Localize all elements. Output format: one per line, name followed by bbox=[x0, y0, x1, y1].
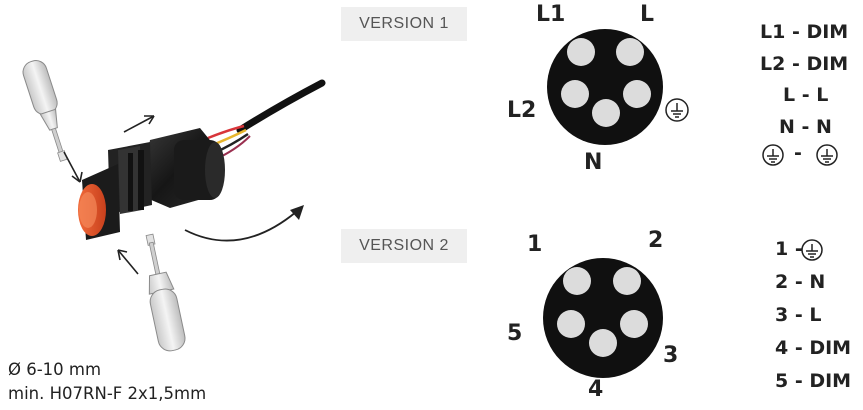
arrow-icon bbox=[117, 249, 139, 275]
screwdriver-icon bbox=[22, 60, 68, 162]
earth-icon bbox=[665, 98, 689, 122]
earth-icon bbox=[816, 144, 838, 166]
mapping-row: 4 - DIM bbox=[775, 337, 852, 359]
mapping-row: L - L bbox=[783, 84, 829, 106]
cable-wires bbox=[207, 79, 326, 161]
version-2-label: VERSION 2 bbox=[341, 229, 467, 263]
pin-label-l: L bbox=[640, 2, 655, 27]
pin-label-2: 2 bbox=[648, 228, 664, 253]
version-1-label: VERSION 1 bbox=[341, 7, 467, 41]
earth-icon bbox=[762, 144, 784, 166]
arrow-icon bbox=[184, 211, 297, 242]
earth-icon bbox=[801, 239, 823, 261]
pin-label-4: 4 bbox=[588, 377, 604, 402]
screwdriver-icon bbox=[145, 233, 186, 352]
arrow-icon bbox=[290, 205, 304, 220]
mapping-row: 2 - N bbox=[775, 271, 826, 293]
socket-version-1 bbox=[547, 29, 663, 145]
mapping-row: N - N bbox=[779, 116, 832, 138]
mapping-row: 3 - L bbox=[775, 304, 822, 326]
mapping-row: 1 - bbox=[775, 238, 803, 260]
arrow-icon bbox=[63, 151, 83, 183]
arrow-icon bbox=[123, 115, 155, 133]
pin-label-n: N bbox=[584, 150, 603, 175]
mapping-row: L1 - DIM bbox=[760, 21, 849, 43]
cable-type: min. H07RN-F 2x1,5mm bbox=[8, 384, 207, 403]
pin-label-5: 5 bbox=[507, 321, 523, 346]
pin-label-1: 1 bbox=[527, 232, 543, 257]
mapping-earth-separator: - bbox=[794, 142, 802, 164]
mapping-row: 5 - DIM bbox=[775, 370, 852, 392]
mapping-row: L2 - DIM bbox=[760, 53, 849, 75]
pin-label-l1: L1 bbox=[536, 2, 566, 27]
pin-label-l2: L2 bbox=[507, 98, 537, 123]
pin-label-3: 3 bbox=[663, 343, 679, 368]
cable-diameter: Ø 6-10 mm bbox=[8, 360, 102, 379]
connector-cap bbox=[78, 184, 106, 236]
socket-version-2 bbox=[543, 258, 663, 378]
